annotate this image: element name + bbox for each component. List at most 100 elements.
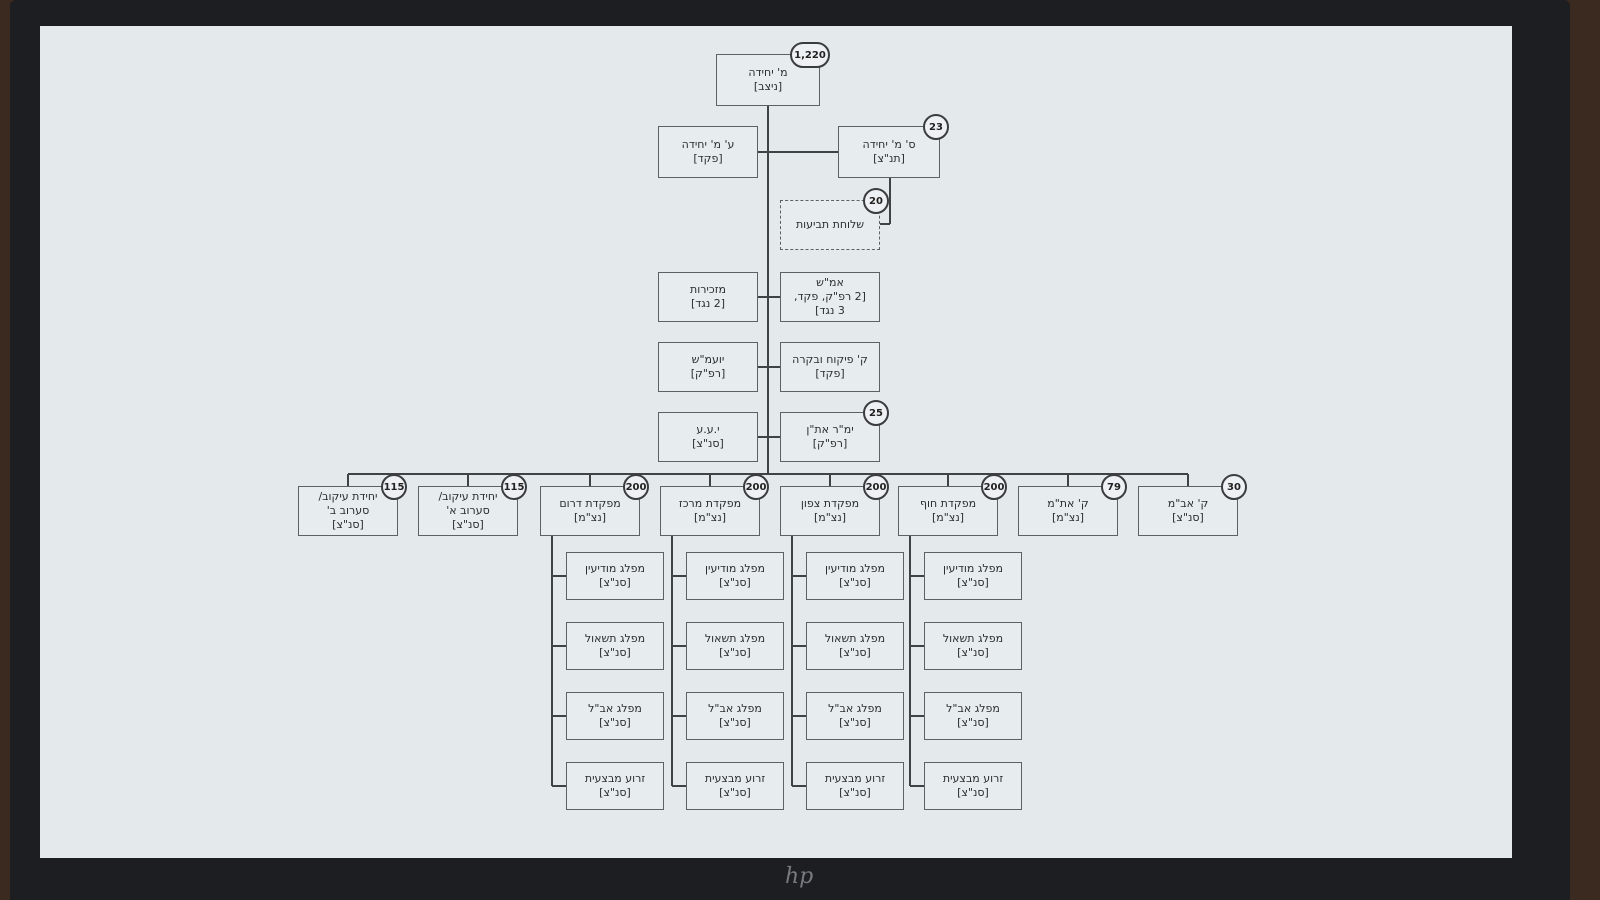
box-rank: [נצ"מ]: [931, 511, 965, 524]
box-title-line2: סערוב ב': [326, 504, 370, 517]
division-intel-north[interactable]: מפלג מודיעין[סנ"צ]: [806, 552, 904, 600]
subunit-center[interactable]: מפקדת מרכז[נצ"מ]: [660, 486, 760, 536]
division-security-coast[interactable]: מפלג אב"ל[סנ"צ]: [924, 692, 1022, 740]
staff-node-vice-commander[interactable]: ס' מ' יחידה[תנ"צ]: [838, 126, 940, 178]
staff-node-deputy[interactable]: ע' מ' יחידה[פקד]: [658, 126, 758, 178]
division-intel-south[interactable]: מפלג מודיעין[סנ"צ]: [566, 552, 664, 600]
box-rank: [סנ"צ]: [692, 437, 724, 450]
box-rank: [סנ"צ]: [719, 576, 751, 589]
box-title: מ' יחידה: [748, 66, 788, 79]
box-rank: [סנ"צ]: [719, 786, 751, 799]
org-chart-lines: [347, 106, 1189, 787]
box-rank: [סנ"צ]: [599, 576, 631, 589]
box-title: זרוע מבצעית: [704, 772, 766, 785]
box-title: מפלג מודיעין: [825, 562, 885, 575]
division-intel-coast[interactable]: מפלג מודיעין[סנ"צ]: [924, 552, 1022, 600]
division-security-center[interactable]: מפלג אב"ל[סנ"צ]: [686, 692, 784, 740]
box-title: מפקדת חוף: [919, 497, 977, 510]
box-title: מפלג תשאול: [942, 632, 1004, 645]
box-rank: [ניצב]: [753, 80, 783, 93]
box-rank: [סנ"צ]: [839, 786, 871, 799]
box-rank: [נצ"מ]: [573, 511, 607, 524]
box-title: מפקדת מרכז: [678, 497, 742, 510]
division-intel-center[interactable]: מפלג מודיעין[סנ"צ]: [686, 552, 784, 600]
staff-node-yamar[interactable]: ימ"ר את"ן[רפ"ק]: [780, 412, 880, 462]
box-rank: [סנ"צ]: [332, 518, 364, 531]
division-operations-arm-center[interactable]: זרוע מבצעית[סנ"צ]: [686, 762, 784, 810]
division-security-south[interactable]: מפלג אב"ל[סנ"צ]: [566, 692, 664, 740]
box-title: מפלג מודיעין: [705, 562, 765, 575]
box-rank: [סנ"צ]: [957, 716, 989, 729]
headcount-badge: 115: [381, 474, 407, 500]
box-title: י.ע.ע: [696, 423, 720, 436]
division-operations-arm-coast[interactable]: זרוע מבצעית[סנ"צ]: [924, 762, 1022, 810]
subunit-south[interactable]: מפקדת דרום[נצ"מ]: [540, 486, 640, 536]
staff-node-amash[interactable]: אמ"ש[2 רפ"ק, פקד,3 נגד]: [780, 272, 880, 322]
box-title: מפקדת דרום: [559, 497, 621, 510]
box-rank: [סנ"צ]: [839, 646, 871, 659]
box-rank: [סנ"צ]: [957, 576, 989, 589]
staff-node-advisor[interactable]: יועמ"ש[רפ"ק]: [658, 342, 758, 392]
box-title: ק' אב"מ: [1167, 497, 1209, 510]
staff-node-claims-branch[interactable]: שלוחת תביעות: [780, 200, 880, 250]
subunit-north[interactable]: מפקדת צפון[נצ"מ]: [780, 486, 880, 536]
box-rank: [סנ"צ]: [719, 646, 751, 659]
subunit-unit-b[interactable]: יחידת עיקוב/סערוב ב'[סנ"צ]: [298, 486, 398, 536]
box-title: יחידת עיקוב/: [318, 490, 378, 503]
box-rank: [נצ"מ]: [1051, 511, 1085, 524]
box-title: מפלג תשאול: [704, 632, 766, 645]
headcount-badge: 115: [501, 474, 527, 500]
box-title: מזכירות: [690, 283, 726, 296]
box-rank: [סנ"צ]: [839, 716, 871, 729]
box-rank: [2 נגד]: [690, 297, 726, 310]
box-title: זרוע מבצעית: [824, 772, 886, 785]
headcount-badge: 200: [863, 474, 889, 500]
box-title: זרוע מבצעית: [942, 772, 1004, 785]
box-title: אמ"ש: [816, 276, 844, 289]
box-title: מפלג אב"ל: [828, 702, 882, 715]
staff-node-control-officer[interactable]: ק' פיקוח ובקרה[פקד]: [780, 342, 880, 392]
headcount-badge: 200: [743, 474, 769, 500]
box-rank: [רפ"ק]: [690, 367, 726, 380]
box-rank: [סנ"צ]: [957, 786, 989, 799]
subunit-ops-officer[interactable]: ק' אב"מ[סנ"צ]: [1138, 486, 1238, 536]
division-investigation-center[interactable]: מפלג תשאול[סנ"צ]: [686, 622, 784, 670]
box-rank: [סנ"צ]: [839, 576, 871, 589]
division-investigation-north[interactable]: מפלג תשאול[סנ"צ]: [806, 622, 904, 670]
box-rank: [סנ"צ]: [957, 646, 989, 659]
headcount-badge: 25: [863, 400, 889, 426]
box-rank: [פקד]: [815, 367, 845, 380]
staff-node-secretariat[interactable]: מזכירות[2 נגד]: [658, 272, 758, 322]
division-investigation-coast[interactable]: מפלג תשאול[סנ"צ]: [924, 622, 1022, 670]
box-title: מפלג אב"ל: [588, 702, 642, 715]
headcount-badge: 79: [1101, 474, 1127, 500]
subunit-unit-a[interactable]: יחידת עיקוב/סערוב א'[סנ"צ]: [418, 486, 518, 536]
box-title: שלוחת תביעות: [795, 218, 865, 231]
subunit-hr-officer[interactable]: ק' את"מ[נצ"מ]: [1018, 486, 1118, 536]
headcount-badge: 23: [923, 114, 949, 140]
box-rank: [סנ"צ]: [452, 518, 484, 531]
box-title: מפלג תשאול: [584, 632, 646, 645]
division-security-north[interactable]: מפלג אב"ל[סנ"צ]: [806, 692, 904, 740]
box-title: מפלג תשאול: [824, 632, 886, 645]
division-investigation-south[interactable]: מפלג תשאול[סנ"צ]: [566, 622, 664, 670]
division-operations-arm-north[interactable]: זרוע מבצעית[סנ"צ]: [806, 762, 904, 810]
division-operations-arm-south[interactable]: זרוע מבצעית[סנ"צ]: [566, 762, 664, 810]
box-rank: [סנ"צ]: [599, 716, 631, 729]
box-title: ק' את"מ: [1047, 497, 1089, 510]
headcount-badge: 20: [863, 188, 889, 214]
box-title: יחידת עיקוב/: [438, 490, 498, 503]
subunit-coast[interactable]: מפקדת חוף[נצ"מ]: [898, 486, 998, 536]
box-rank: [2 רפ"ק, פקד,: [794, 290, 866, 303]
box-rank: [פקד]: [693, 152, 723, 165]
screen: מ' יחידה[ניצב] 1,220 ע' מ' יחידה[פקד] מזכיר…: [40, 26, 1512, 858]
staff-node-yaa[interactable]: י.ע.ע[סנ"צ]: [658, 412, 758, 462]
box-title: מפלג מודיעין: [585, 562, 645, 575]
headcount-badge: 1,220: [790, 42, 830, 68]
box-title: יועמ"ש: [691, 353, 725, 366]
box-rank: [סנ"צ]: [719, 716, 751, 729]
box-rank: [נצ"מ]: [693, 511, 727, 524]
box-title: מפלג מודיעין: [943, 562, 1003, 575]
headcount-badge: 200: [623, 474, 649, 500]
box-title: מפלג אב"ל: [708, 702, 762, 715]
